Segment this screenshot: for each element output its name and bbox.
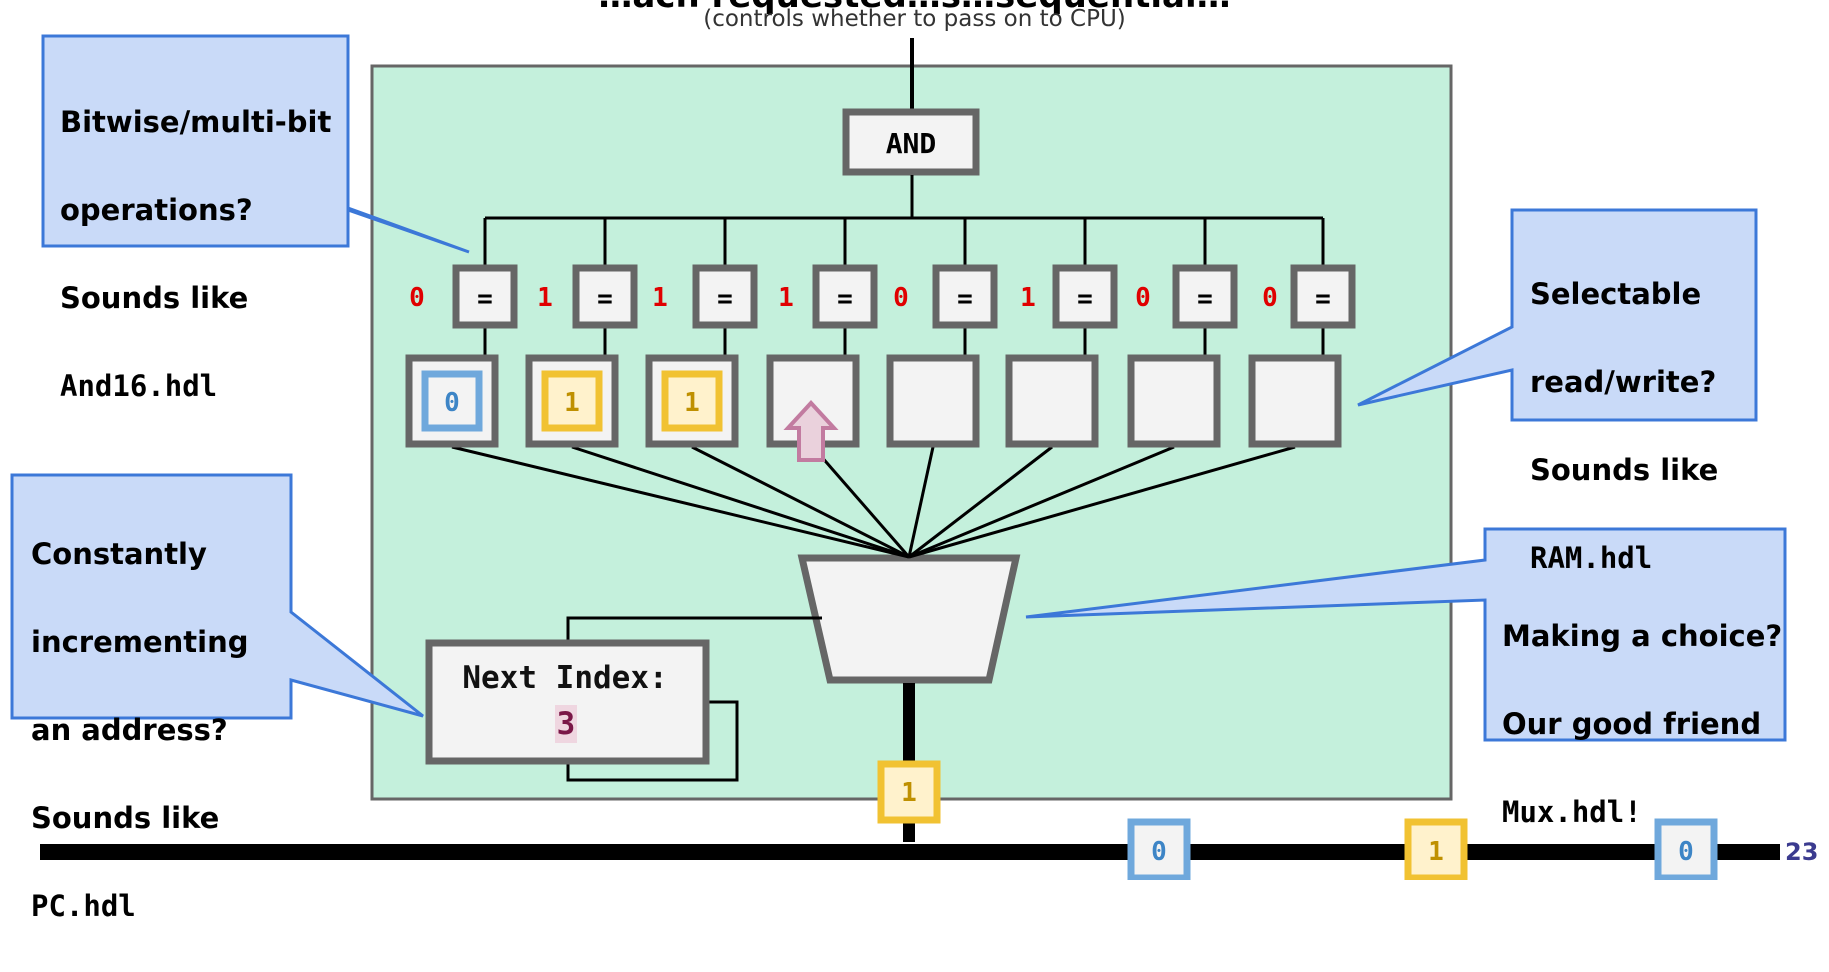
register-slot <box>1248 354 1342 448</box>
equality-comparator <box>1290 264 1356 329</box>
register-token <box>541 370 603 432</box>
cache-diagram: AND = 0 0 = 1 1 = 1 1 = 1 = 0 = 1 = 0 = 0 1 0 1 0 <box>10 34 1787 880</box>
callout-and16: Bitwise/multi-bit operations? Sounds lik… <box>60 56 331 452</box>
bus-token-value: 0 <box>1678 837 1694 867</box>
equality-label: = <box>477 284 493 314</box>
next-index-box <box>425 639 710 765</box>
request-bit: 1 <box>778 283 794 313</box>
mux-output-token <box>877 760 941 824</box>
equality-comparator <box>692 264 758 329</box>
callout-mux-line-2: Our good friend <box>1502 707 1762 741</box>
equality-comparator <box>932 264 998 329</box>
equality-label: = <box>717 284 733 314</box>
equality-label: = <box>597 284 613 314</box>
callout-and16-bubble <box>41 34 470 254</box>
callout-mux: Making a choice? Our good friend Mux.hdl… <box>1502 570 1782 878</box>
equality-comparator <box>452 264 518 329</box>
equality-label: = <box>957 284 973 314</box>
callout-and16-code: And16.hdl <box>60 369 218 403</box>
register-slot <box>1005 354 1099 448</box>
equality-label: = <box>837 284 853 314</box>
callout-ram-bubble <box>1357 208 1758 422</box>
and-gate-label: AND <box>886 127 937 160</box>
request-bit: 1 <box>537 283 553 313</box>
register-slot <box>1127 354 1221 448</box>
callout-pc-code: PC.hdl <box>31 889 136 923</box>
mux <box>797 554 1021 684</box>
bus-tokens: 1 0 1 0 <box>877 760 1718 880</box>
callout-mux-line-1: Making a choice? <box>1502 619 1783 653</box>
callout-ram-line-3: Sounds like <box>1530 453 1719 487</box>
callout-pc-line-1: Constantly <box>31 537 207 571</box>
equality-comparator <box>812 264 878 329</box>
equality-comparator <box>572 264 638 329</box>
callout-pc-bubble <box>10 473 424 720</box>
equality-comparator <box>1052 264 1118 329</box>
callout-ram-line-1: Selectable <box>1530 277 1702 311</box>
callout-ram-code: RAM.hdl <box>1530 541 1653 575</box>
bus-token-value: 1 <box>1428 837 1444 867</box>
request-bit: 0 <box>409 283 425 313</box>
request-bit: 0 <box>1262 283 1278 313</box>
up-arrow-icon <box>783 400 839 462</box>
bus-token <box>1127 818 1191 880</box>
callout-and16-line-2: operations? <box>60 193 253 227</box>
next-index-label: Next Index: <box>462 660 668 696</box>
bus-token <box>1404 818 1468 880</box>
request-bit: 0 <box>1135 283 1151 313</box>
request-bit: 0 <box>893 283 909 313</box>
slide-title: …ach requested…s…sequential… <box>0 0 1829 16</box>
register-slot <box>886 354 980 448</box>
callout-mux-code: Mux.hdl! <box>1502 795 1642 829</box>
equality-label: = <box>1315 284 1331 314</box>
register-token <box>661 370 723 432</box>
register-value: 0 <box>444 388 460 418</box>
and-gate <box>842 108 980 176</box>
callout-and16-line-3: Sounds like <box>60 281 249 315</box>
slide-subtitle: (controls whether to pass on to CPU) <box>703 6 1126 32</box>
callout-pc-line-2: incrementing <box>31 625 249 659</box>
mux-output-value: 1 <box>901 778 917 808</box>
register-token <box>421 370 483 432</box>
request-bit: 1 <box>1020 283 1036 313</box>
bus-token-value: 0 <box>1151 837 1167 867</box>
request-bit: 1 <box>652 283 668 313</box>
callout-ram-line-2: read/write? <box>1530 365 1717 399</box>
equality-label: = <box>1197 284 1213 314</box>
page-number: 23 <box>1785 838 1819 866</box>
callout-mux-bubble <box>1025 527 1787 742</box>
callout-ram: Selectable read/write? Sounds like RAM.h… <box>1530 228 1718 624</box>
next-index-value: 3 <box>555 705 577 743</box>
register-bank: = 0 0 = 1 1 = 1 1 = 1 = 0 = 1 = 0 = 0 <box>405 218 1356 559</box>
equality-comparator <box>1172 264 1238 329</box>
register-value: 1 <box>684 388 700 418</box>
callout-pc-line-4: Sounds like <box>31 801 220 835</box>
callout-pc-line-3: an address? <box>31 713 228 747</box>
equality-label: = <box>1077 284 1093 314</box>
register-value: 1 <box>564 388 580 418</box>
callout-pc: Constantly incrementing an address? Soun… <box>31 488 249 972</box>
callout-and16-line-1: Bitwise/multi-bit <box>60 105 332 139</box>
bus-token <box>1654 818 1718 880</box>
